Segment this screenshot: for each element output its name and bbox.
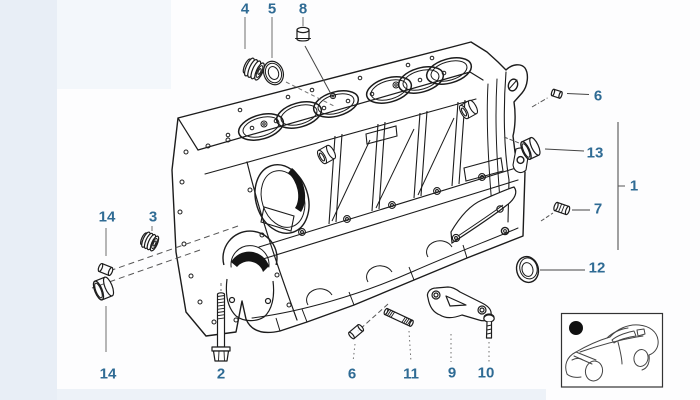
callout-7[interactable]: 7	[593, 200, 603, 218]
part-screw-plug-3	[140, 231, 160, 252]
part-dowel-6-lower	[348, 323, 365, 340]
callout-13[interactable]: 13	[586, 144, 604, 162]
part-sealing-ring-12	[515, 255, 540, 284]
deck-bolt-holes	[225, 55, 447, 138]
part-dowel-14	[97, 262, 114, 277]
part-sealing-cap-13	[520, 136, 541, 161]
vehicle-legend-box	[560, 312, 664, 388]
callout-10[interactable]: 10	[477, 364, 495, 382]
callout-5[interactable]: 5	[267, 0, 277, 18]
part-bracket-9	[426, 286, 492, 322]
callout-6-lower[interactable]: 6	[347, 365, 357, 383]
position-marker-dot	[569, 321, 583, 335]
callout-3[interactable]: 3	[148, 208, 158, 226]
car-icon	[565, 324, 659, 382]
callout-14-lower[interactable]: 14	[99, 365, 117, 383]
part-screw-10	[483, 313, 495, 339]
part-hex-bolt-2	[211, 292, 231, 362]
part-dowel-6-upper	[550, 88, 563, 99]
callout-14-upper[interactable]: 14	[98, 208, 116, 226]
part-stud-11	[383, 307, 414, 327]
loose-parts	[92, 26, 571, 362]
part-sealing-cap-14	[92, 276, 115, 301]
callout-6-upper[interactable]: 6	[593, 87, 603, 105]
part-screw-plug-4	[242, 57, 265, 81]
callout-1[interactable]: 1	[629, 177, 639, 195]
side-face-details	[275, 99, 517, 332]
part-dowel-7	[553, 201, 571, 216]
end-face-details	[177, 137, 310, 325]
callout-4[interactable]: 4	[240, 0, 250, 18]
callout-12[interactable]: 12	[588, 259, 606, 277]
callout-2[interactable]: 2	[216, 365, 226, 383]
part-gasket-ring-5	[262, 60, 285, 86]
callout-11[interactable]: 11	[403, 365, 419, 383]
part-blind-cap-8	[295, 26, 311, 42]
callout-9[interactable]: 9	[447, 364, 457, 382]
callout-8[interactable]: 8	[298, 0, 308, 18]
